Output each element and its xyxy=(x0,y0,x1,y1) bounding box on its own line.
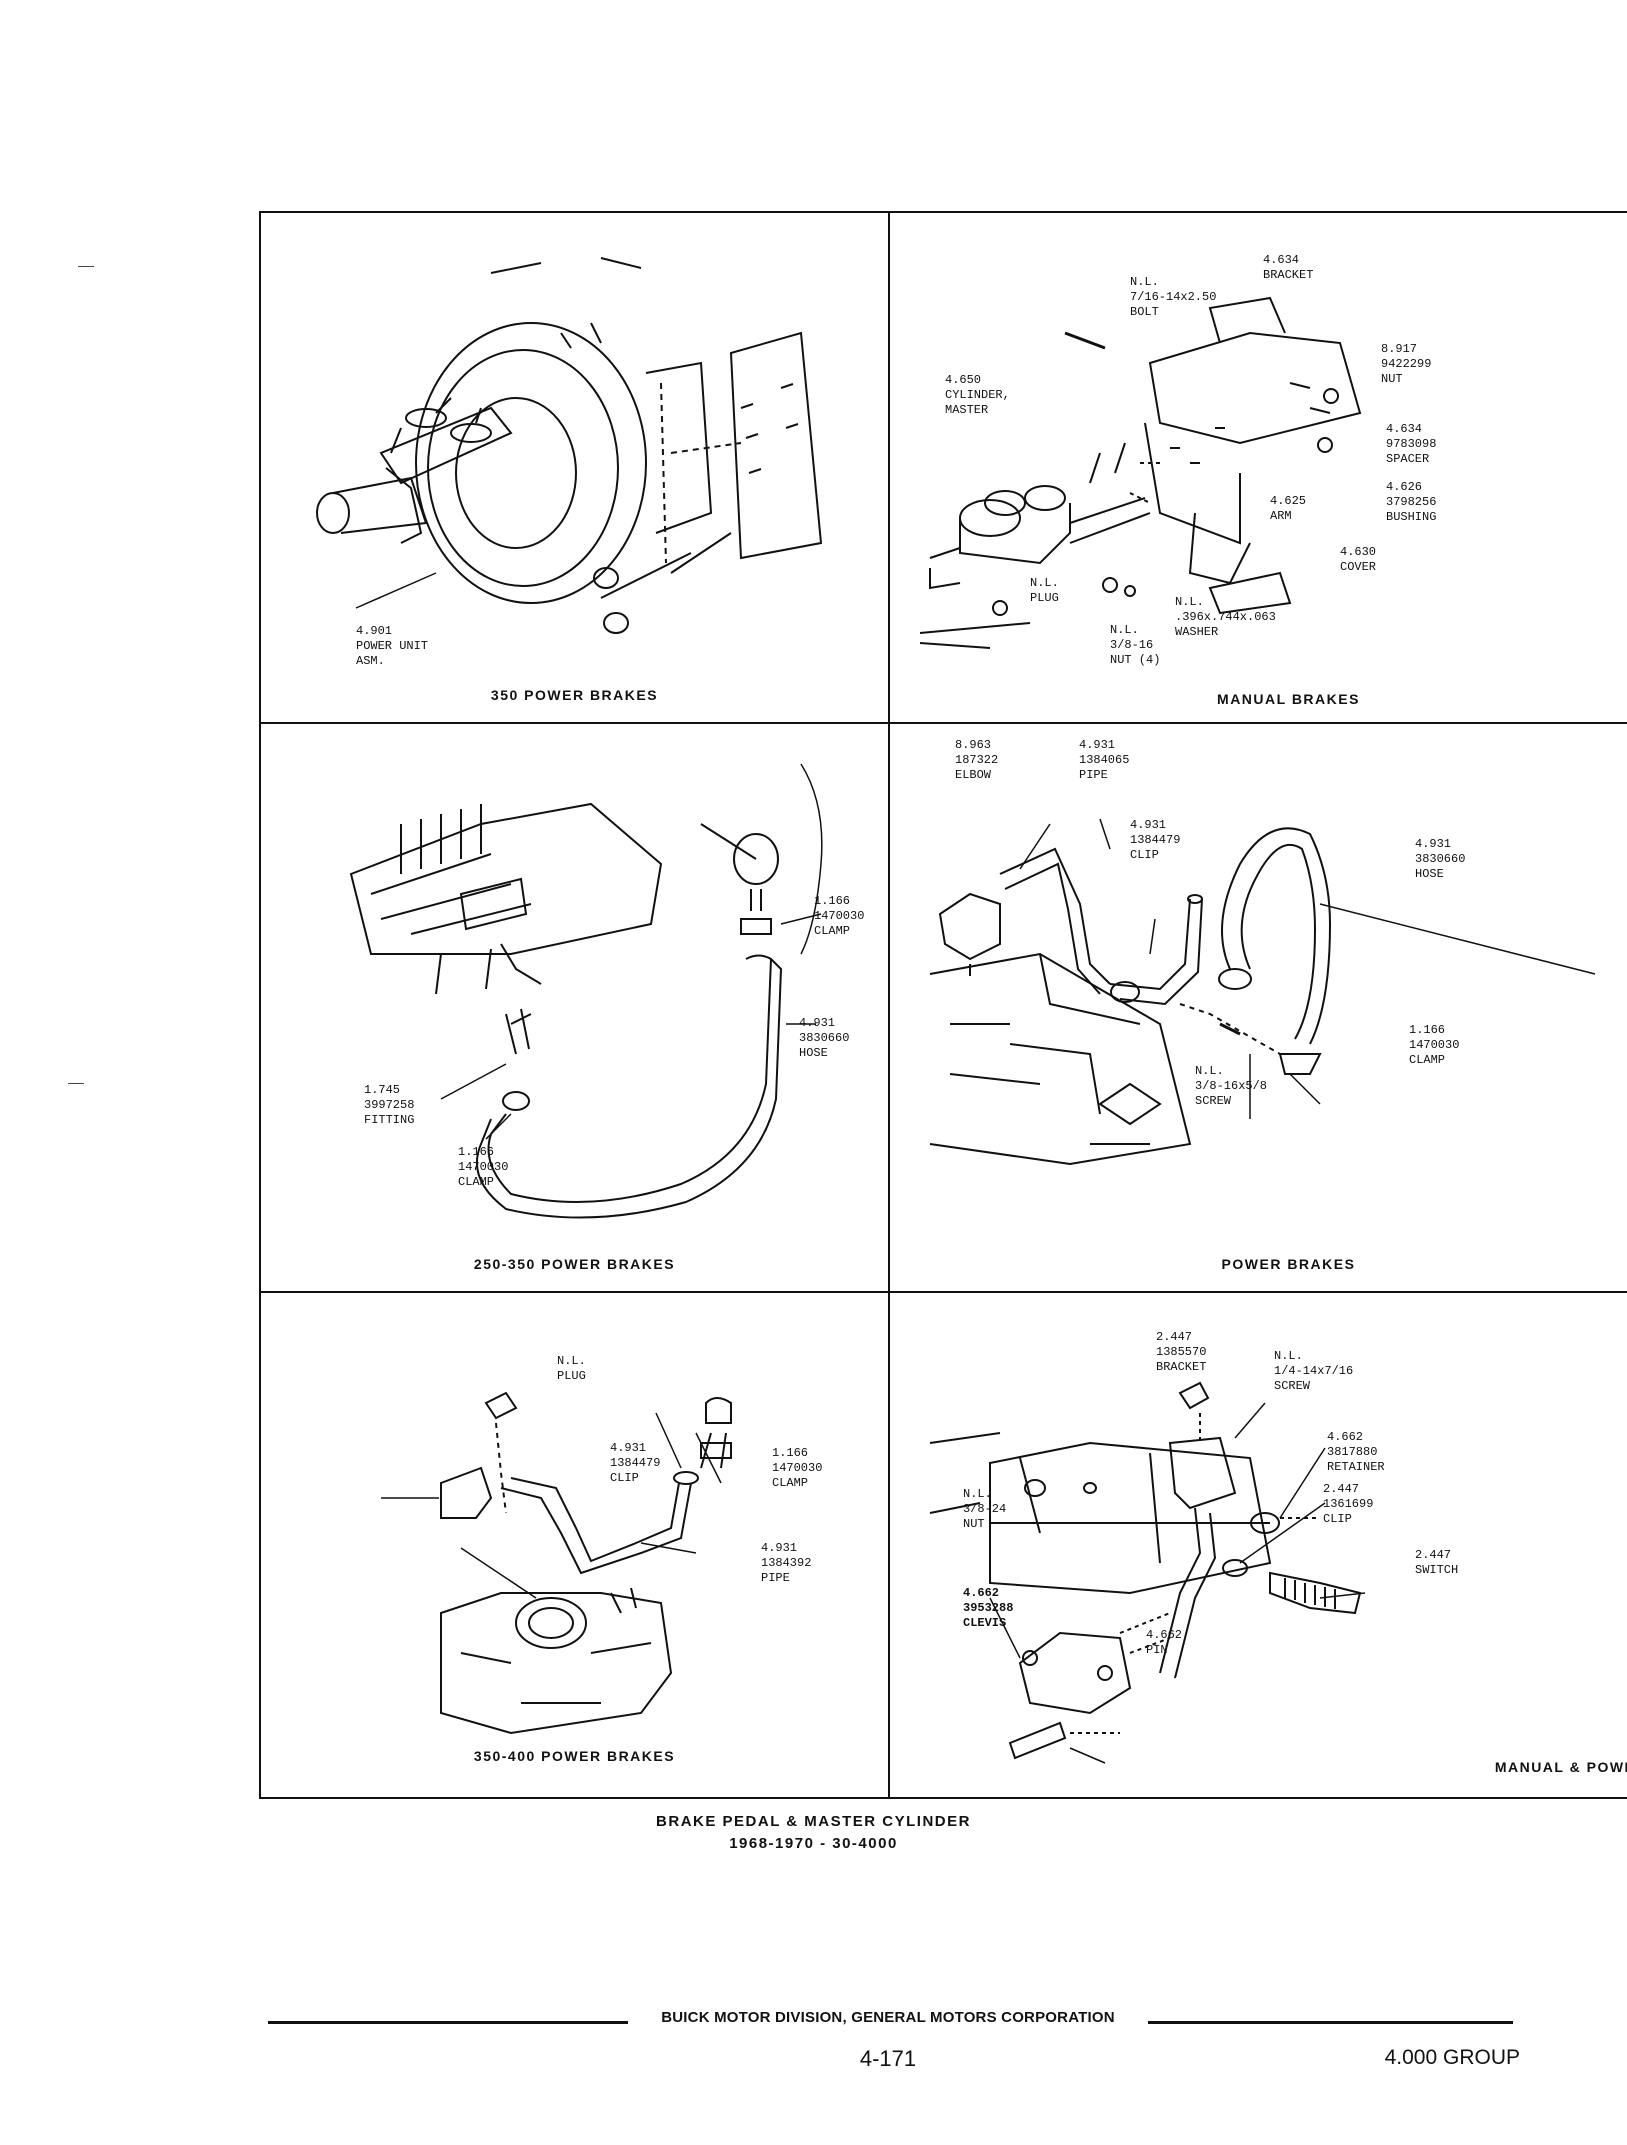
hose-fitting-illustration xyxy=(349,763,823,1219)
panel-caption: 250-350 POWER BRAKES xyxy=(473,1256,676,1272)
panel-caption: MANUAL BRAKES xyxy=(1217,691,1360,707)
page-number: 4-171 xyxy=(859,2046,917,2071)
figure-title: BRAKE PEDAL & MASTER CYLINDER xyxy=(656,1813,971,1830)
manual-brakes-illustration xyxy=(919,296,1362,649)
margin-mark xyxy=(68,1083,84,1084)
footer-rule-right xyxy=(1148,2021,1513,2024)
power-brakes-hose-illustration xyxy=(929,818,1596,1166)
callout-plug: N.L.PLUG xyxy=(557,1354,586,1383)
footer-company: BUICK MOTOR DIVISION, GENERAL MOTORS COR… xyxy=(661,2009,1115,2026)
footer-rule-left xyxy=(268,2021,628,2024)
panel-divider xyxy=(888,213,890,1797)
panel-divider xyxy=(261,722,1627,724)
stoplight-switch-illustration xyxy=(929,1381,1366,1764)
panel-caption: 350 POWER BRAKES xyxy=(490,687,659,703)
figure-subtitle: 1968-1970 - 30-4000 xyxy=(729,1835,898,1852)
power-unit-illustration xyxy=(316,257,823,634)
panel-divider xyxy=(261,1291,1627,1293)
pipe-clip-illustration xyxy=(381,1391,732,1735)
margin-mark xyxy=(78,266,94,267)
group-label: 4.000 GROUP xyxy=(1384,2046,1520,2069)
panel-caption: MANUAL & POWER xyxy=(1494,1759,1627,1775)
panel-caption: 350-400 POWER BRAKES xyxy=(473,1748,676,1764)
panel-caption: POWER BRAKES xyxy=(1221,1256,1356,1272)
callout-plug: N.L.PLUG xyxy=(1030,576,1059,605)
